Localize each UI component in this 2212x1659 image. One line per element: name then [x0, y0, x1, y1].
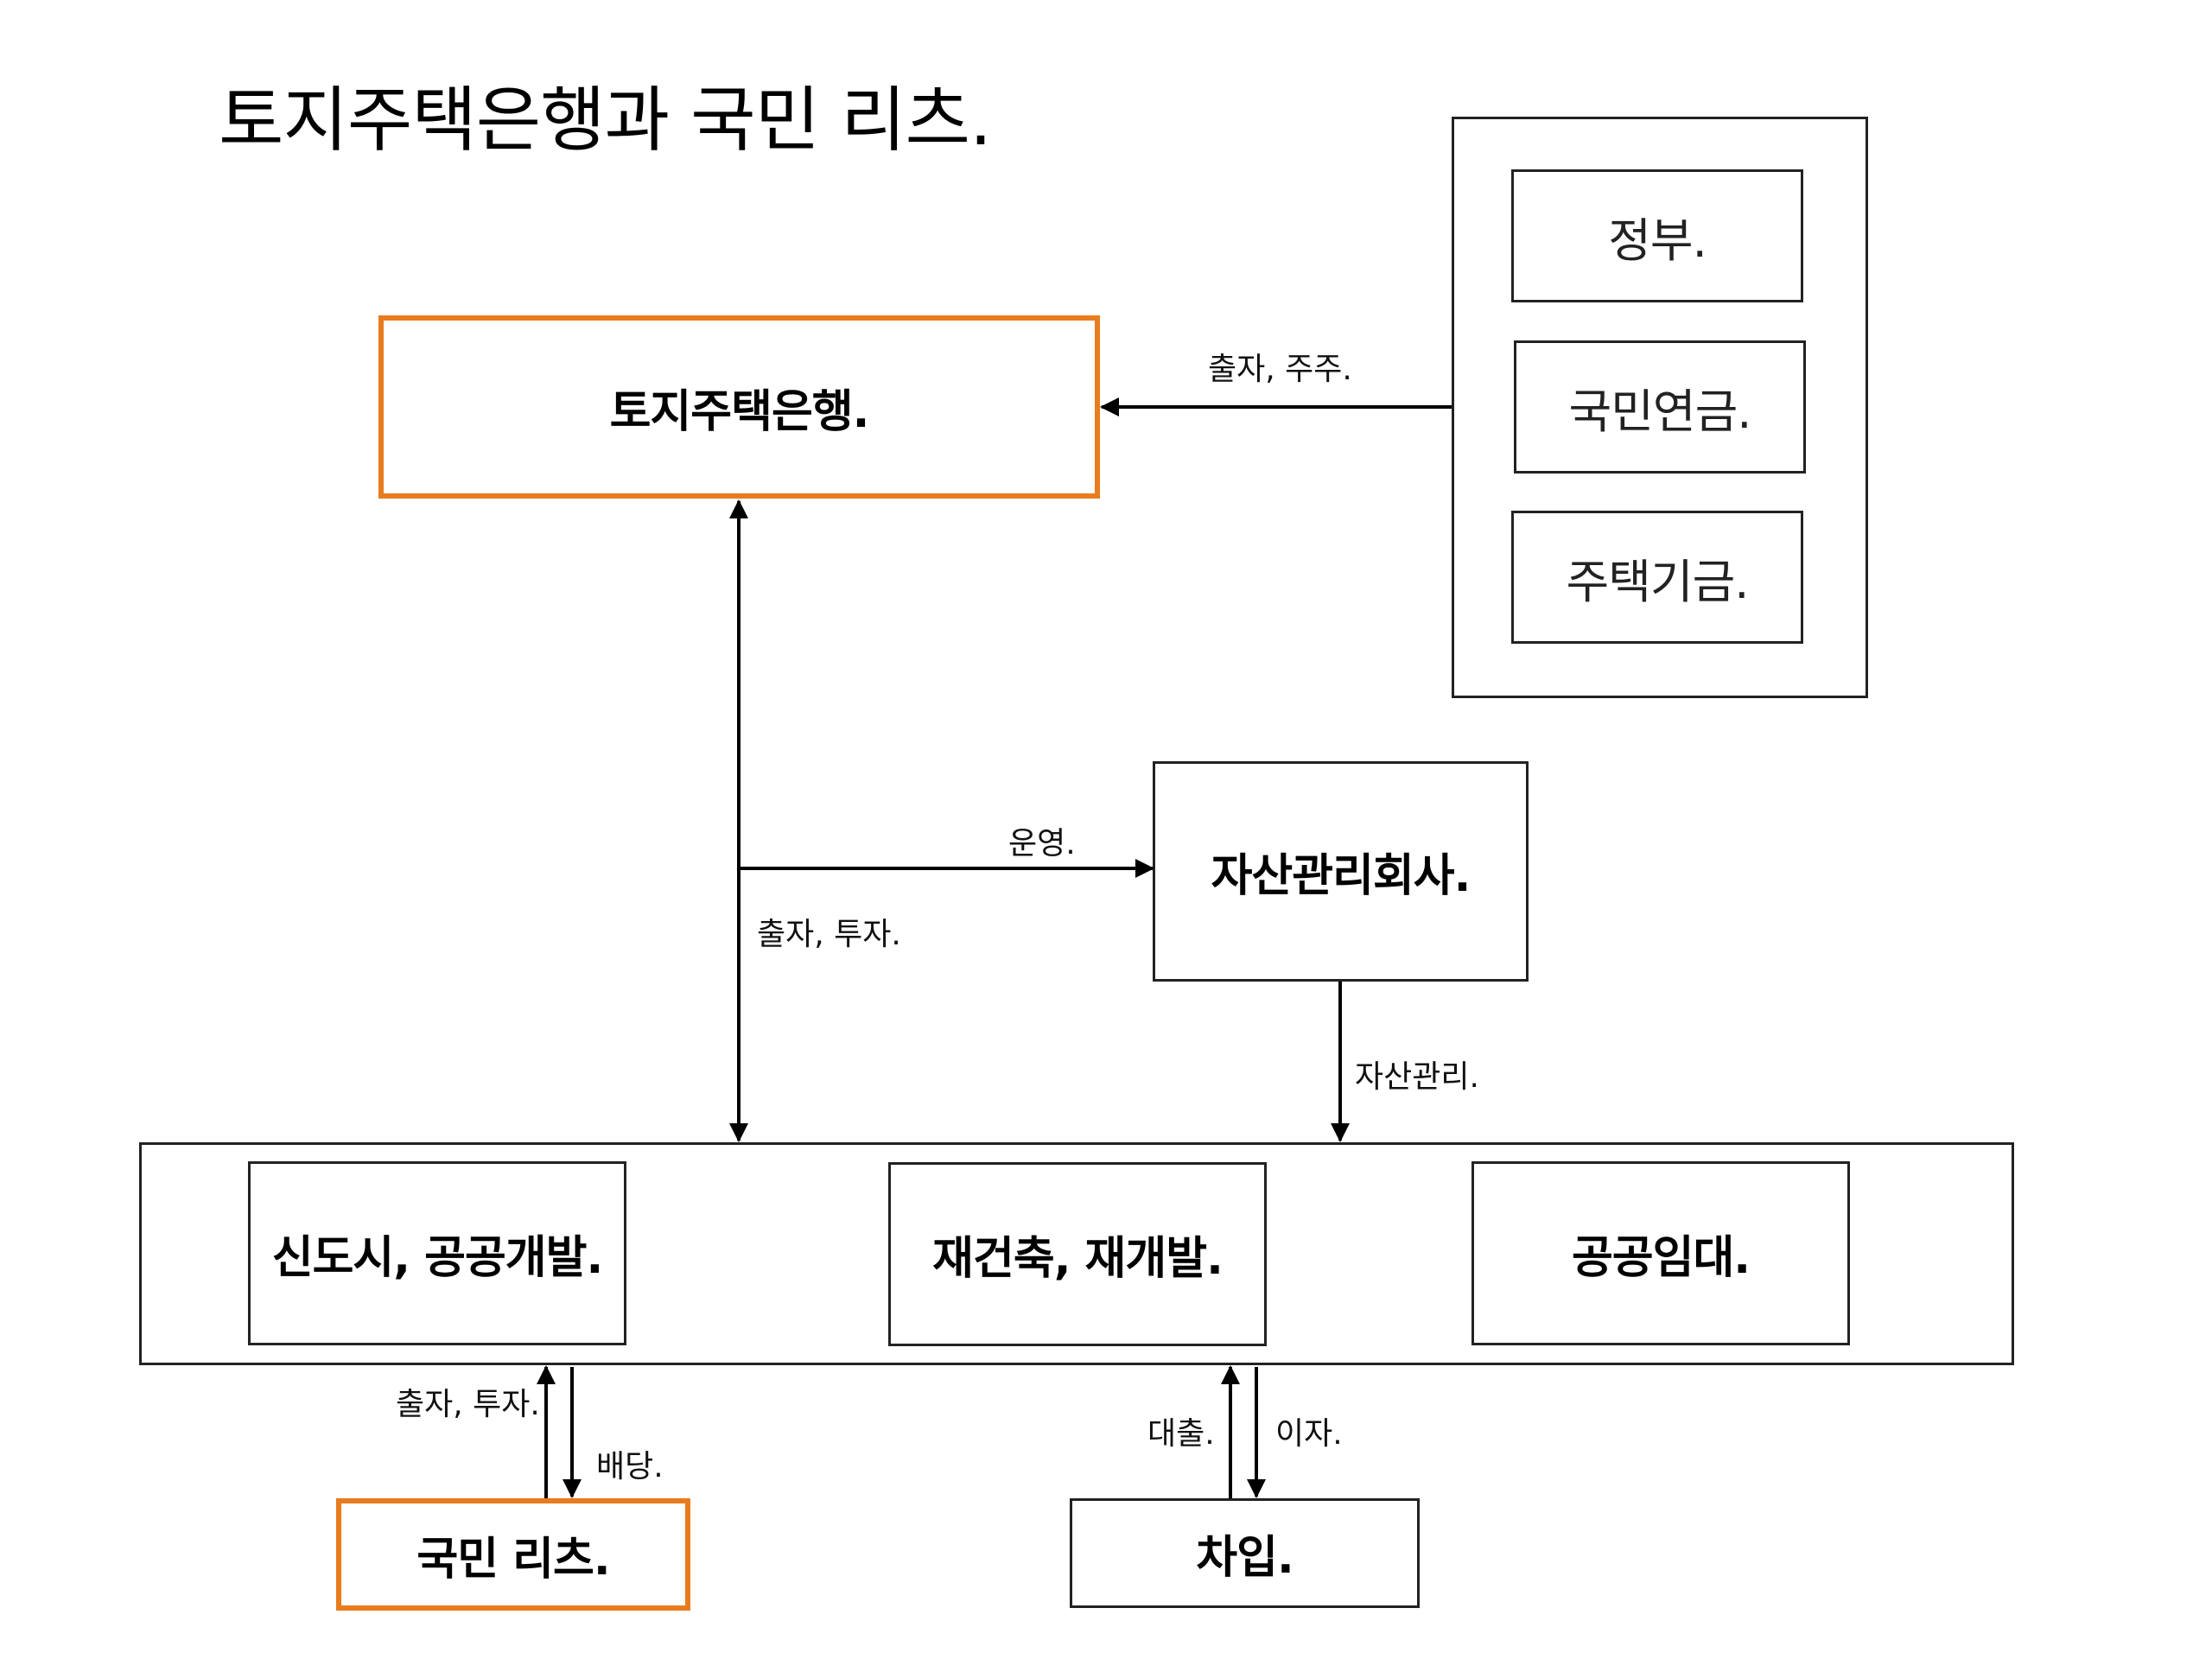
node-new-town: 신도시, 공공개발. [248, 1161, 626, 1345]
edge-label-operation: 운영. [1008, 826, 1076, 861]
node-national-reits-label: 국민 리츠. [416, 1533, 610, 1586]
node-borrowing-label: 차입. [1196, 1532, 1294, 1584]
node-pension-label: 국민연금. [1568, 384, 1752, 439]
node-land-bank-label: 토지주택은행. [609, 385, 870, 438]
node-pension: 국민연금. [1514, 340, 1806, 474]
edge-label-investment-shareholder: 출자, 주주. [1208, 352, 1352, 387]
node-amc-label: 자산관리회사. [1211, 850, 1471, 902]
edge-label-invest-2: 출자, 투자. [396, 1387, 540, 1422]
node-housing-fund: 주택기금. [1511, 511, 1803, 644]
node-government: 정부. [1511, 169, 1803, 302]
diagram-title: 토지주택은행과 국민 리츠. [219, 79, 992, 162]
edge-label-loan: 대출. [1147, 1416, 1215, 1452]
node-public-rental-label: 공공임대. [1571, 1232, 1751, 1284]
edge-label-asset-management: 자산관리. [1355, 1059, 1479, 1095]
node-borrowing: 차입. [1070, 1498, 1420, 1608]
node-land-bank: 토지주택은행. [378, 315, 1100, 499]
node-national-reits: 국민 리츠. [336, 1498, 690, 1611]
edge-label-dividend: 배당. [596, 1449, 664, 1484]
node-housing-fund-label: 주택기금. [1566, 554, 1750, 609]
node-public-rental: 공공임대. [1471, 1161, 1850, 1345]
edge-label-invest-1: 출자, 투자. [757, 917, 901, 952]
node-government-label: 정부. [1608, 213, 1707, 268]
node-new-town-label: 신도시, 공공개발. [271, 1232, 603, 1284]
edge-label-interest: 이자. [1275, 1416, 1343, 1452]
node-rebuild-label: 재건축, 재개발. [932, 1233, 1224, 1285]
node-rebuild: 재건축, 재개발. [888, 1162, 1267, 1346]
